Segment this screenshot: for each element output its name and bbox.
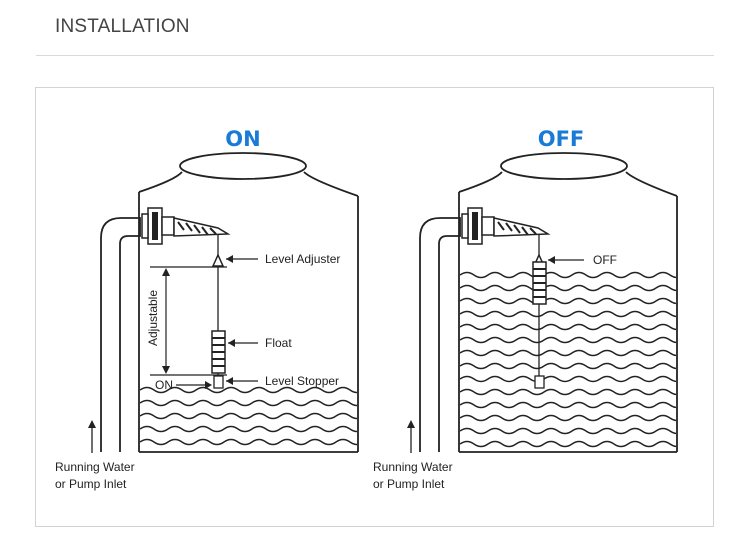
on-inlet-label-line2: or Pump Inlet bbox=[55, 477, 127, 491]
off-panel: OFF bbox=[373, 127, 678, 491]
off-inlet-label-line2: or Pump Inlet bbox=[373, 477, 445, 491]
off-marker-label: OFF bbox=[593, 253, 617, 267]
off-switch-head bbox=[461, 207, 549, 245]
on-tank bbox=[138, 152, 359, 453]
off-inlet-pipe bbox=[419, 217, 461, 452]
on-adjustable-dimension bbox=[150, 266, 227, 376]
on-level-stopper bbox=[213, 375, 224, 389]
on-state-label: ON bbox=[225, 127, 260, 151]
title-divider bbox=[36, 55, 714, 56]
on-marker-label: ON bbox=[155, 378, 173, 392]
off-inlet-label-line1: Running Water bbox=[373, 460, 453, 474]
diagram-frame bbox=[35, 87, 714, 527]
off-water bbox=[460, 271, 676, 448]
level-stopper-label: Level Stopper bbox=[265, 374, 339, 388]
on-inlet-label-line1: Running Water bbox=[55, 460, 135, 474]
off-state-label: OFF bbox=[538, 127, 585, 151]
on-switch-head bbox=[141, 207, 229, 245]
on-panel: ON bbox=[55, 127, 359, 491]
on-water bbox=[140, 386, 357, 446]
on-float bbox=[211, 330, 226, 374]
off-level-stopper bbox=[534, 375, 545, 389]
off-float bbox=[532, 261, 547, 305]
on-inlet-pipe bbox=[100, 217, 141, 452]
off-tank bbox=[458, 152, 678, 453]
on-level-adjuster bbox=[211, 253, 225, 267]
adjustable-label: Adjustable bbox=[146, 290, 160, 346]
float-label: Float bbox=[265, 336, 292, 350]
page-title: INSTALLATION bbox=[55, 16, 190, 37]
level-adjuster-label: Level Adjuster bbox=[265, 252, 340, 266]
